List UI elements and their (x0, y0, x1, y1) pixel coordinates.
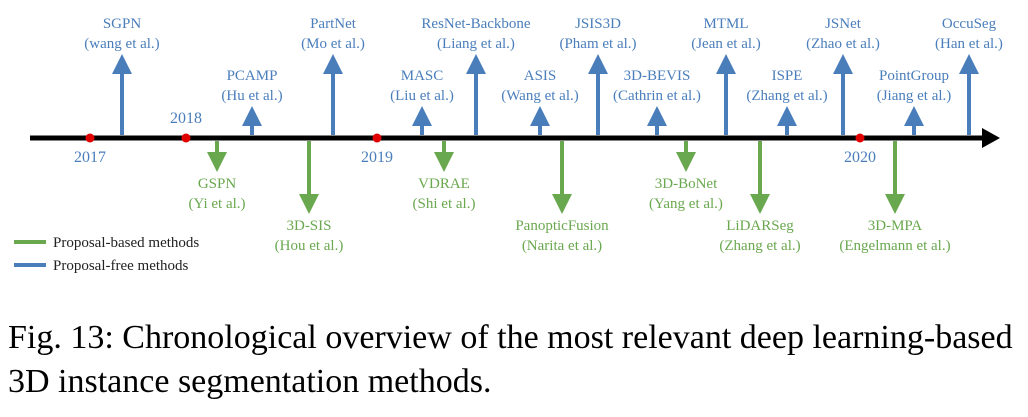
year-label-2018: 2018 (170, 110, 202, 127)
method-cite-3d-mpa: (Engelmann et al.) (839, 238, 950, 254)
method-cite-resnet-backbone: (Liang et al.) (437, 36, 515, 52)
method-name-jsnet: JSNet (825, 16, 862, 32)
method-name-3d-bonet: 3D-BoNet (655, 176, 718, 192)
timeline-diagram: 2017 2018 2019 2020 SGPN (wang et al.) PCAMP (… (14, 16, 1003, 274)
method-cite-pcamp: (Hu et al.) (221, 88, 282, 104)
year-dot-2020 (855, 133, 865, 143)
method-name-pointgroup: PointGroup (879, 68, 949, 84)
method-cite-3d-bonet: (Yang et al.) (649, 196, 723, 212)
method-cite-lidarseg: (Zhang et al.) (719, 238, 800, 254)
method-cite-3d-sis: (Hou et al.) (275, 238, 344, 254)
legend-free-label: Proposal-free methods (53, 258, 189, 274)
method-cite-masc: (Liu et al.) (390, 88, 454, 104)
method-cite-panopticfusion: (Narita et al.) (522, 238, 602, 254)
figure-caption: Fig. 13: Chronological overview of the m… (8, 319, 1013, 400)
method-name-lidarseg: LiDARSeg (726, 218, 794, 234)
time-axis-arrowhead (982, 128, 1000, 148)
method-cite-jsis3d: (Pham et al.) (559, 36, 636, 52)
method-cite-3d-bevis: (Cathrin et al.) (613, 88, 701, 104)
method-name-vdrae: VDRAE (418, 176, 470, 192)
method-name-panopticfusion: PanopticFusion (515, 218, 609, 234)
method-cite-gspn: (Yi et al.) (188, 196, 245, 212)
method-name-ispe: ISPE (772, 68, 803, 84)
method-name-resnet-backbone: ResNet-Backbone (421, 16, 530, 32)
method-name-pcamp: PCAMP (227, 68, 278, 84)
method-name-jsis3d: JSIS3D (575, 16, 621, 32)
method-cite-pointgroup: (Jiang et al.) (877, 88, 952, 104)
method-name-sgpn: SGPN (103, 16, 142, 32)
method-cite-occuseg: (Han et al.) (935, 36, 1003, 52)
method-cite-sgpn: (wang et al.) (84, 36, 159, 52)
year-label-2019: 2019 (361, 149, 393, 166)
year-label-2020: 2020 (844, 149, 876, 166)
method-cite-asis: (Wang et al.) (501, 88, 579, 104)
method-name-asis: ASIS (524, 68, 557, 84)
year-label-2017: 2017 (74, 149, 106, 166)
method-name-3d-sis: 3D-SIS (286, 218, 331, 234)
method-name-masc: MASC (401, 68, 444, 84)
method-name-partnet: PartNet (310, 16, 357, 32)
legend-based-label: Proposal-based methods (53, 235, 199, 251)
year-dot-2017 (85, 133, 95, 143)
year-dot-2018 (181, 133, 191, 143)
method-cite-partnet: (Mo et al.) (301, 36, 365, 52)
method-name-occuseg: OccuSeg (942, 16, 997, 32)
year-dot-2019 (372, 133, 382, 143)
method-name-gspn: GSPN (198, 176, 237, 192)
method-name-3d-bevis: 3D-BEVIS (624, 68, 691, 84)
method-cite-jsnet: (Zhao et al.) (806, 36, 880, 52)
method-cite-vdrae: (Shi et al.) (413, 196, 476, 212)
method-cite-mtml: (Jean et al.) (691, 36, 761, 52)
method-name-3d-mpa: 3D-MPA (868, 218, 923, 234)
legend: Proposal-based methods Proposal-free met… (14, 235, 199, 274)
method-name-mtml: MTML (704, 16, 749, 32)
method-cite-ispe: (Zhang et al.) (746, 88, 827, 104)
